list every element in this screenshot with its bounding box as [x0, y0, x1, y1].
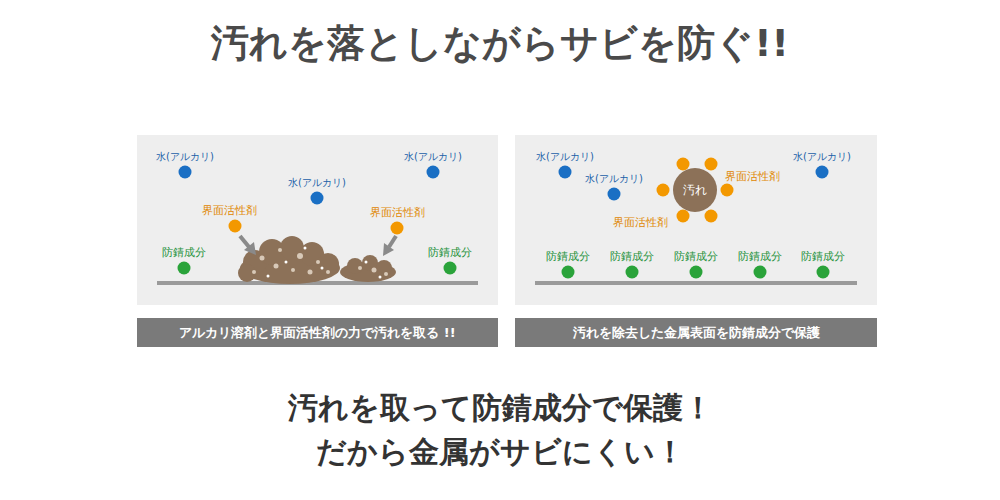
- rust-inhibitor-dot: [178, 262, 830, 279]
- dirt-speck: [384, 272, 388, 276]
- component-label: 水(アルカリ): [288, 177, 346, 189]
- dirt-pile: [238, 264, 256, 282]
- push-arrow: [244, 242, 256, 255]
- surfactant-dot: [229, 158, 734, 235]
- dirt-speck: [260, 256, 265, 261]
- water-dot: [311, 192, 324, 205]
- dirt-speck: [372, 268, 377, 273]
- dirt-speck: [274, 264, 279, 269]
- dirt-highlight: [321, 267, 324, 270]
- surfactant-dot: [391, 222, 404, 235]
- surfactant-dot: [677, 210, 690, 223]
- component-label: 防錆成分: [546, 250, 590, 263]
- rust-inhibitor-dot: [690, 266, 703, 279]
- dirt-highlight: [304, 247, 307, 250]
- rust-inhibitor-dot: [817, 266, 830, 279]
- node-text: アルカリ溶剤と界面活性剤の力で汚れを取る !!: [179, 324, 455, 342]
- caption-bar: アルカリ溶剤と界面活性剤の力で汚れを取る !!: [137, 318, 498, 347]
- metal-surface: [535, 281, 857, 285]
- dirt-speck: [252, 248, 388, 276]
- dirt-speck: [308, 270, 313, 275]
- rust-inhibitor-dot: [178, 262, 191, 275]
- dirt-speck: [358, 266, 362, 270]
- component-label: 防錆成分: [428, 246, 472, 259]
- dirt-highlight: [365, 261, 368, 264]
- component-label: 水(アルカリ): [536, 151, 594, 163]
- component-label: 防錆成分: [162, 246, 206, 259]
- caption: 汚れを取って防錆成分で保護！ だから金属がサビにくい！: [200, 386, 800, 473]
- component-label: 防錆成分: [674, 250, 718, 263]
- water-dot: [427, 166, 440, 179]
- component-label: 水(アルカリ): [793, 151, 851, 163]
- surfactant-dot: [657, 184, 670, 197]
- water-dot: [608, 188, 621, 201]
- dirt-pile: [376, 260, 392, 276]
- surfactant-dot: [229, 220, 242, 233]
- component-label: 防錆成分: [738, 250, 782, 263]
- push-arrow: [240, 236, 249, 247]
- component-label: 防錆成分: [801, 250, 845, 263]
- dirt-speck: [316, 260, 320, 264]
- dirt-pile: [317, 253, 339, 275]
- title: 汚れを落としながらサビを防ぐ!!: [0, 18, 1000, 69]
- dirt-speck: [297, 253, 303, 259]
- component-label: 水(アルカリ): [585, 173, 643, 185]
- metal-surface: [157, 281, 857, 285]
- dirt-speck: [326, 270, 330, 274]
- dirt-highlight: [285, 261, 288, 264]
- component-label: 水(アルカリ): [156, 151, 214, 163]
- component-label: 界面活性剤: [725, 170, 780, 183]
- dirt-pile: [347, 258, 363, 274]
- panel-ground: [137, 135, 498, 305]
- component-label: 界面活性剤: [370, 206, 425, 219]
- dirt-pile: [280, 236, 304, 260]
- rust-inhibitor-dot: [444, 262, 457, 275]
- component-label: 界面活性剤: [202, 204, 257, 217]
- dirt-pile: [238, 236, 396, 284]
- water-dot: [179, 166, 192, 179]
- panel-ground: [137, 135, 877, 305]
- rust-inhibitor-dot: [626, 266, 639, 279]
- node-text: 汚れ: [683, 182, 707, 199]
- dirt-highlight: [267, 275, 270, 278]
- metal-surface: [157, 281, 478, 285]
- surfactant-dot: [705, 158, 718, 171]
- dirt-speck: [278, 248, 282, 252]
- rust-inhibitor-dot: [562, 266, 575, 279]
- node-text: 汚れを除去した金属表面を防錆成分で保護: [573, 324, 820, 342]
- dirt-particle: 汚れ: [673, 168, 717, 212]
- water-dot: [559, 166, 572, 179]
- rust-inhibitor-dot: [754, 266, 767, 279]
- dirt-speck: [252, 270, 256, 274]
- component-label: 水(アルカリ): [404, 151, 462, 163]
- component-label: 界面活性剤: [613, 216, 668, 229]
- panel-ground: [515, 135, 877, 305]
- push-arrow: [389, 236, 396, 247]
- surfactant-dot: [705, 210, 718, 223]
- push-arrow: [383, 243, 394, 256]
- dirt-highlight: [379, 276, 382, 279]
- component-label: 防錆成分: [610, 250, 654, 263]
- surfactant-dot: [721, 184, 734, 197]
- dirt-speck: [291, 268, 295, 272]
- dirt-highlight: [267, 247, 382, 279]
- water-dot: [816, 166, 829, 179]
- caption-bar: 汚れを除去した金属表面を防錆成分で保護: [515, 318, 877, 347]
- push-arrow: [240, 236, 396, 256]
- water-dot: [179, 166, 829, 205]
